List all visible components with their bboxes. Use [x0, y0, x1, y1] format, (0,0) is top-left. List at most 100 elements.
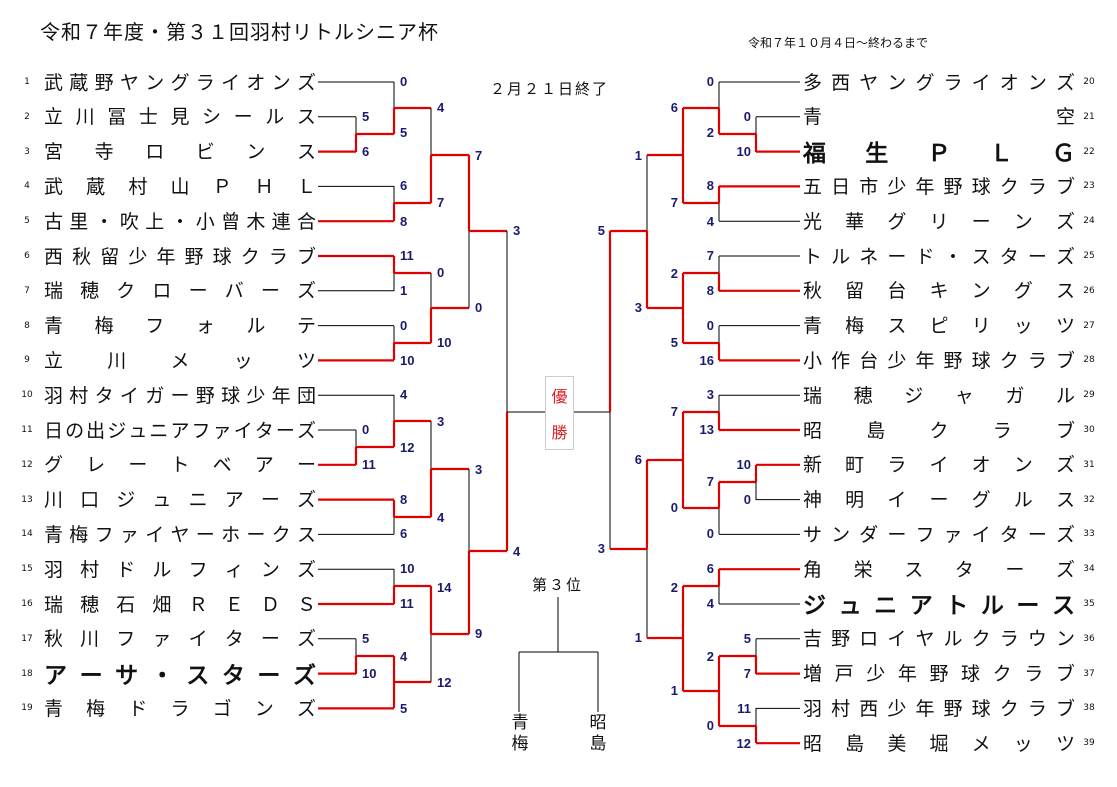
- team-name-char: ァ: [119, 523, 139, 546]
- team-name: ジュニアトルース: [803, 590, 1075, 619]
- team-name-char: 蔵: [86, 175, 106, 198]
- match-score: 10: [362, 666, 377, 681]
- team-name-char: リ: [971, 315, 991, 338]
- team-name-char: ン: [271, 71, 291, 94]
- match-score: 4: [400, 387, 408, 402]
- seed-number: 19: [21, 703, 33, 714]
- team-name-char: ク: [116, 280, 136, 303]
- team-name-char: Ｄ: [260, 593, 280, 616]
- team-name: 吉野ロイヤルクラウン: [803, 625, 1075, 651]
- match-score: 0: [475, 300, 483, 315]
- team-name-char: ゴ: [212, 697, 232, 720]
- team-name-char: ー: [1005, 558, 1025, 581]
- team-name-char: キ: [929, 280, 949, 303]
- team-name-char: 川: [107, 349, 127, 372]
- third-place-team-ome: 青 梅: [510, 713, 530, 755]
- team-name-char: ウ: [1027, 628, 1047, 651]
- seed-number: 22: [1083, 146, 1095, 157]
- team-name-char: 羽: [803, 697, 823, 720]
- team-name-char: ズ: [296, 628, 316, 651]
- team-name-char: ン: [887, 71, 907, 94]
- team-name-char: ク: [999, 175, 1019, 198]
- match-score: 7: [670, 404, 678, 419]
- match-score: 14: [437, 580, 452, 595]
- team-name-char: ス: [887, 315, 907, 338]
- team-name-char: 羽: [44, 384, 64, 407]
- team-name-char: 球: [971, 697, 991, 720]
- match-score: 8: [706, 283, 714, 298]
- match-score: 9: [475, 626, 483, 641]
- team-name-char: ラ: [992, 419, 1012, 442]
- seed-number: 5: [24, 216, 30, 227]
- match-score: 2: [706, 125, 714, 140]
- team-name-char: ズ: [296, 558, 316, 581]
- team-name-char: ズ: [1055, 210, 1075, 233]
- match-score: 4: [437, 100, 445, 115]
- match-score: 0: [400, 318, 408, 333]
- team-name-char: 年: [271, 384, 291, 407]
- team-name-char: ズ: [1055, 71, 1075, 94]
- team-name-char: 吹: [119, 210, 139, 233]
- team-name-char: ベ: [212, 454, 232, 477]
- team-name-char: 瑞: [803, 384, 823, 407]
- match-score: 6: [400, 526, 408, 541]
- match-score: 0: [670, 500, 678, 515]
- team-name-char: ロ: [152, 280, 172, 303]
- team-name-char: 合: [296, 210, 316, 233]
- team-name-char: 石: [116, 593, 136, 616]
- seed-number: 36: [1083, 633, 1095, 644]
- team-name-char: 角: [803, 558, 823, 581]
- team-name-char: 年: [915, 349, 935, 372]
- team-name-char: 昭: [803, 419, 823, 442]
- team-name: グレートベアー: [44, 451, 316, 477]
- seed-number: 2: [24, 111, 30, 122]
- team-name-char: イ: [221, 71, 241, 94]
- team-name-char: 台: [887, 280, 907, 303]
- team-name-char: 球: [212, 245, 232, 268]
- team-name-char: ラ: [1027, 175, 1047, 198]
- match-score: 7: [670, 195, 678, 210]
- team-name-char: ツ: [1055, 315, 1075, 338]
- team-name-char: 川: [75, 106, 95, 129]
- team-name-char: 美: [887, 732, 907, 755]
- seed-number: 21: [1083, 111, 1095, 122]
- team-name-char: 立: [44, 106, 64, 129]
- team-name-char: ト: [170, 454, 190, 477]
- team-name-char: ・: [94, 210, 114, 233]
- match-score: 5: [362, 631, 370, 646]
- team-name-char: 梅: [94, 315, 114, 338]
- match-score: 0: [706, 318, 714, 333]
- team-name-char: タ: [999, 245, 1019, 268]
- team-name-char: ズ: [1055, 523, 1075, 546]
- match-score: 5: [400, 125, 408, 140]
- team-name-char: ー: [887, 523, 907, 546]
- team-name-char: バ: [224, 280, 244, 303]
- team-name-char: ガ: [145, 384, 165, 407]
- team-name: 角栄スターズ: [803, 555, 1075, 581]
- team-name-char: 見: [170, 106, 190, 129]
- team-name-char: ジ: [904, 384, 924, 407]
- team-name-char: ォ: [195, 315, 215, 338]
- team-name-char: ・: [170, 210, 190, 233]
- team-name-char: 連: [271, 210, 291, 233]
- team-name-char: ラ: [195, 71, 215, 94]
- team-name-char: 羽: [44, 558, 64, 581]
- team-name-char: ク: [999, 349, 1019, 372]
- match-score: 13: [699, 422, 714, 437]
- team-name-char: レ: [86, 454, 106, 477]
- team-name-char: ヤ: [859, 71, 879, 94]
- match-score: 16: [699, 353, 714, 368]
- team-name: 立川冨士見シールス: [44, 103, 316, 129]
- match-score: 12: [437, 675, 452, 690]
- team-name-char: ル: [1013, 489, 1033, 512]
- team-name: 瑞穂クローバーズ: [44, 277, 316, 303]
- seed-number: 28: [1083, 355, 1095, 366]
- team-name-char: 生: [865, 140, 889, 167]
- team-name-char: 梅: [845, 315, 865, 338]
- team-name-char: オ: [971, 454, 991, 477]
- team-name-char: ル: [980, 593, 1004, 619]
- progress-status: ２月２１日終了: [490, 80, 610, 98]
